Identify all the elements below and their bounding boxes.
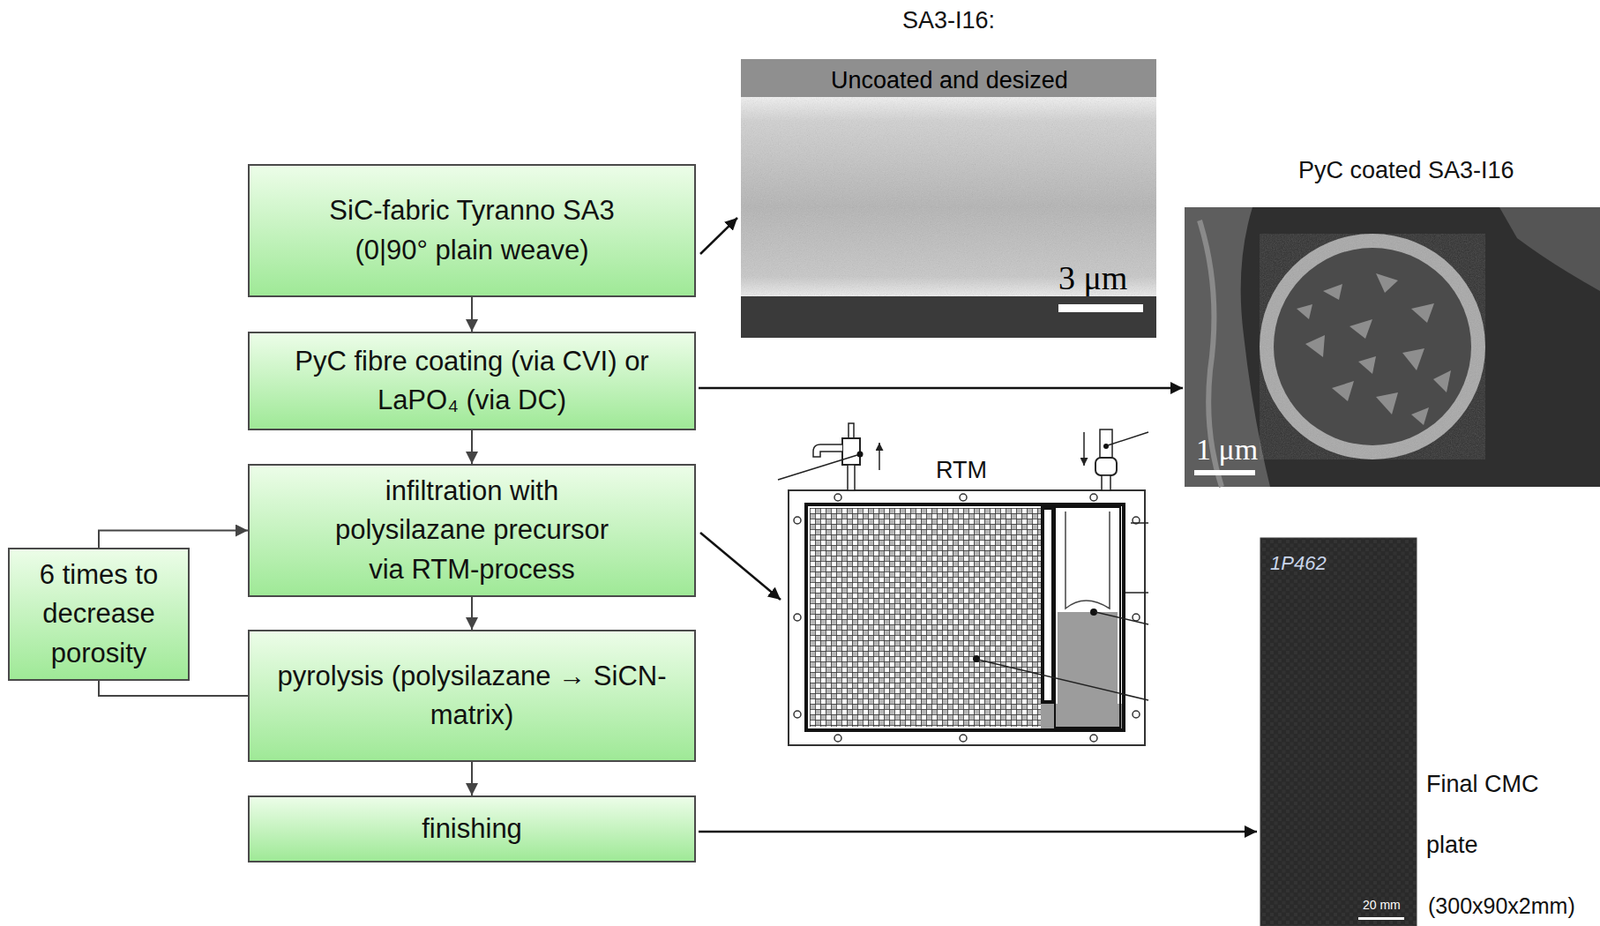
scale-label: 1 μm	[1196, 432, 1258, 467]
process-box: SiC-fabric Tyranno SA3 (0|90° plain weav…	[247, 164, 696, 298]
process-box: pyrolysis (polysilazane → SiCN-matrix)	[247, 629, 696, 763]
flow-connector	[98, 680, 248, 696]
sem-image-uncoated	[740, 59, 1157, 338]
step-text: finishing	[421, 809, 523, 849]
sem-image-coated	[1184, 207, 1600, 487]
image-caption: Uncoated and desized	[830, 67, 1069, 95]
step-text: 6 times to decrease porosity	[14, 555, 183, 673]
step-text: SiC-fabric Tyranno SA3 (0|90° plain weav…	[295, 191, 649, 270]
leader-arrows	[698, 217, 1257, 832]
step-text: infiltration with polysilazane precursor…	[321, 471, 622, 589]
step-text: pyrolysis (polysilazane → SiCN-matrix)	[260, 657, 684, 735]
flow-connector	[471, 430, 473, 464]
scale-bar	[1194, 470, 1256, 476]
flow-connector	[471, 297, 473, 332]
figure-heading: SA3-I16:	[902, 7, 995, 35]
flow-connector	[471, 597, 473, 630]
scale-bar	[1358, 917, 1405, 920]
process-box: PyC fibre coating (via CVI) or LaPO₄ (vi…	[247, 331, 696, 431]
cmc-plate-photo	[1260, 538, 1417, 926]
plate-marking: 1P462	[1270, 552, 1327, 575]
rtm-tool-sketch	[777, 423, 1149, 746]
figure-heading: PyC coated SA3-I16	[1298, 157, 1515, 185]
scale-label: 20 mm	[1362, 897, 1401, 913]
loop-box: 6 times to decrease porosity	[7, 547, 190, 681]
dimension-label: (300x90x2mm)	[1428, 893, 1576, 920]
tool-label: RTM	[935, 456, 987, 485]
scale-bar	[1058, 304, 1144, 313]
process-box: infiltration with polysilazane precursor…	[247, 463, 696, 598]
scale-label: 3 μm	[1058, 259, 1128, 299]
step-text: PyC fibre coating (via CVI) or LaPO₄ (vi…	[264, 342, 680, 420]
flow-connector	[471, 762, 473, 796]
process-box: finishing	[247, 795, 696, 863]
plate-caption: Final CMC plate	[1426, 754, 1581, 876]
flow-connector	[98, 530, 248, 549]
